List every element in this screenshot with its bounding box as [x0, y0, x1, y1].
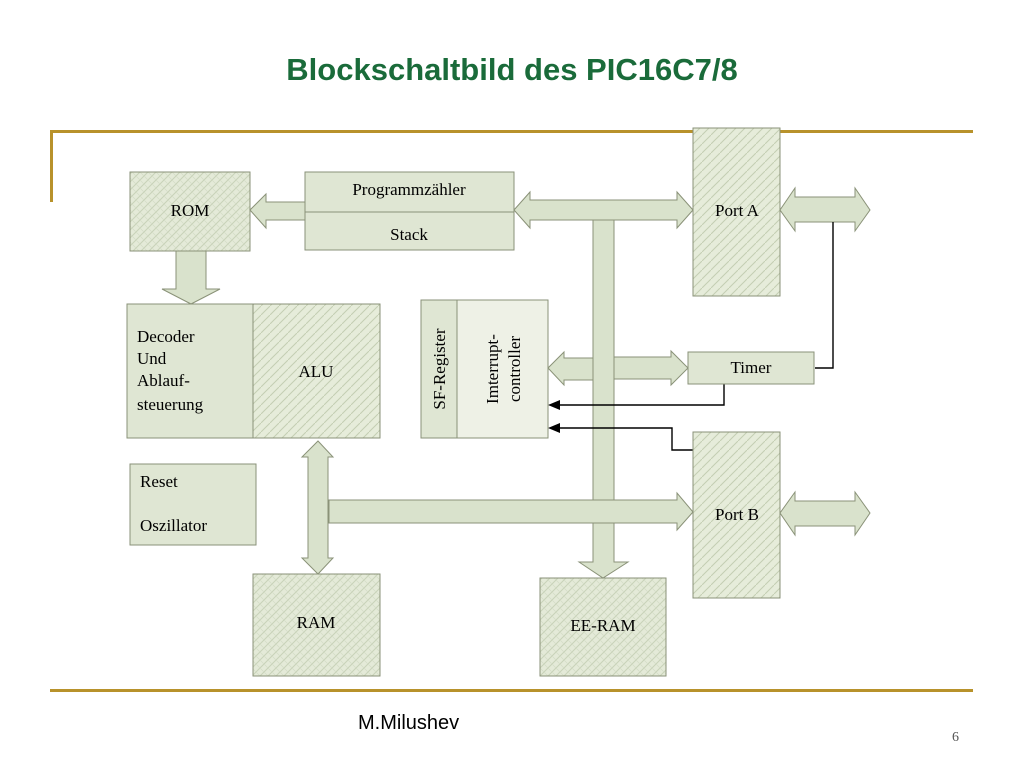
arrow-port-a-external	[779, 186, 871, 233]
decoder-block: Decoder Und Ablauf- steuerung	[126, 303, 254, 439]
ee-ram-label: EE-RAM	[570, 616, 635, 635]
signal-lines	[558, 222, 834, 451]
stack-label: Stack	[390, 225, 428, 244]
slide-title: Blockschaltbild des PIC16C7/8	[286, 52, 738, 87]
arrow-port-b-external	[779, 490, 871, 537]
program-counter-label: Programmzähler	[352, 180, 466, 199]
sf-interrupt-block: SF-Register Imterrupt- controller	[420, 299, 549, 439]
alu-label: ALU	[299, 362, 334, 381]
decoder-label-line3: Ablauf-	[137, 371, 190, 390]
port-b-block: Port B	[692, 431, 781, 599]
interrupt-label-line2: controller	[505, 336, 524, 402]
sf-register-label: SF-Register	[430, 328, 449, 410]
timer-label: Timer	[731, 358, 772, 377]
arrow-interrupt-bus	[547, 350, 594, 387]
rom-block: ROM	[129, 171, 251, 252]
rom-label: ROM	[171, 201, 210, 220]
ee-ram-block: EE-RAM	[539, 577, 667, 677]
reset-label: Reset	[140, 472, 178, 491]
ram-block: RAM	[252, 573, 381, 677]
page-number: 6	[952, 730, 959, 745]
decoder-label-line2: Und	[137, 349, 167, 368]
bottom-rule	[50, 689, 973, 692]
line-portb-interrupt	[558, 427, 694, 451]
oscillator-label: Oszillator	[140, 516, 207, 535]
line-timer-interrupt	[558, 384, 725, 406]
bus-arrows	[161, 186, 871, 579]
arrow-bus-port-b	[328, 491, 694, 532]
program-counter-stack-block: Programmzähler Stack	[304, 171, 515, 251]
arrow-alu-ram	[300, 440, 335, 575]
decoder-label-line4: steuerung	[137, 395, 204, 414]
port-a-label: Port A	[715, 201, 760, 220]
decoder-label-line1: Decoder	[137, 327, 195, 346]
reset-oscillator-block: Reset Oszillator	[129, 463, 257, 546]
signal-arrowheads	[548, 400, 560, 433]
interrupt-label-line1: Imterrupt-	[483, 334, 502, 404]
arrow-stack-to-rom	[249, 192, 306, 230]
arrow-bus-timer	[613, 349, 689, 387]
port-b-label: Port B	[715, 505, 759, 524]
arrow-rom-to-decoder	[161, 250, 221, 305]
port-a-block: Port A	[692, 127, 781, 297]
left-rule	[50, 130, 53, 202]
top-rule	[50, 130, 973, 133]
alu-block: ALU	[252, 303, 381, 439]
line-timer-port-a	[815, 222, 834, 369]
footer-author: M.Milushev	[358, 712, 460, 734]
arrow-bus-to-ee-ram	[577, 219, 630, 579]
timer-block: Timer	[687, 351, 815, 385]
ram-label: RAM	[297, 613, 336, 632]
